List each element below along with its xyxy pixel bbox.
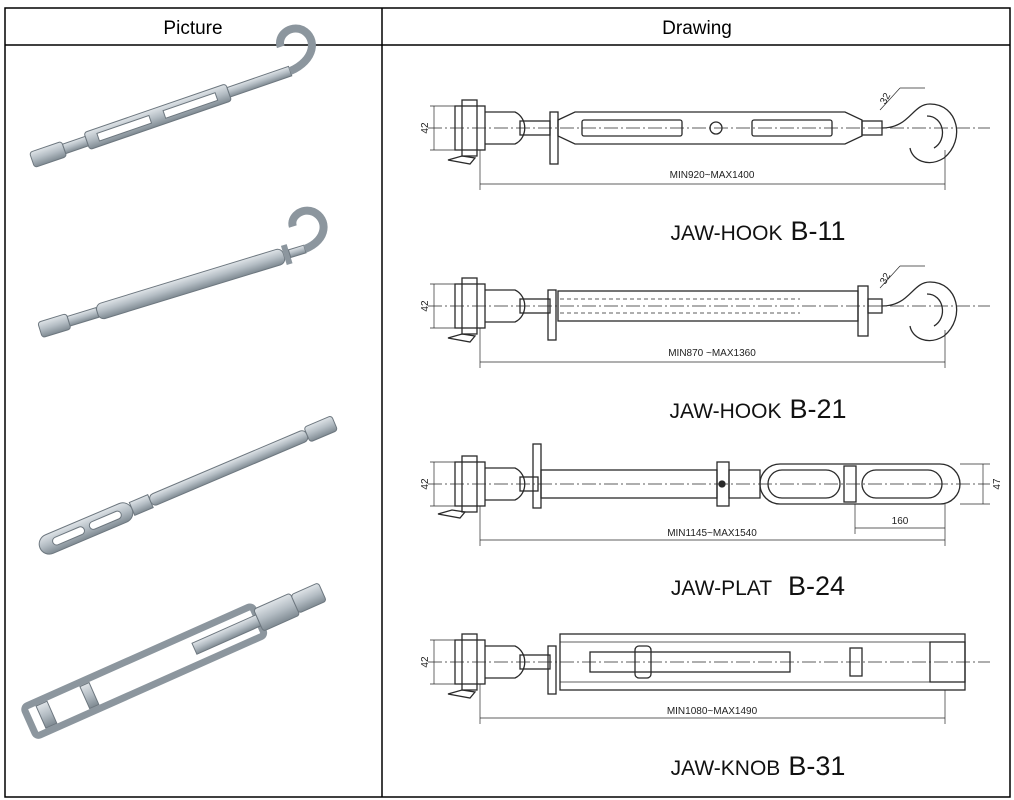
dim-height-b24: 42 — [420, 478, 431, 490]
dim-hook-b11: 32 — [878, 91, 893, 106]
dim-height-b21: 42 — [420, 300, 431, 312]
drawing-b24 — [428, 443, 990, 546]
drawing-b31 — [428, 633, 990, 724]
dim-hook-b21: 32 — [878, 271, 893, 286]
dim-slot-b24: 160 — [892, 516, 909, 527]
dim-width-b24: 47 — [992, 478, 1003, 490]
dim-range-b31: MIN1080~MAX1490 — [667, 706, 758, 717]
drawing-b21 — [428, 265, 990, 368]
dim-height-b31: 42 — [420, 656, 431, 668]
header-picture: Picture — [163, 18, 222, 39]
product-photo-b21 — [37, 206, 328, 338]
dim-height-b11: 42 — [420, 122, 431, 134]
product-photo-b24 — [38, 416, 338, 555]
header-drawing: Drawing — [662, 18, 732, 39]
dim-range-b24: MIN1145~MAX1540 — [667, 528, 757, 539]
dim-range-b11: MIN920~MAX1400 — [670, 170, 755, 181]
product-photo-b11 — [29, 24, 316, 168]
drawing-b11 — [428, 87, 990, 190]
dim-range-b21: MIN870 ~MAX1360 — [668, 348, 756, 359]
product-photo-b31 — [21, 583, 326, 739]
table-grid — [4, 7, 1011, 798]
